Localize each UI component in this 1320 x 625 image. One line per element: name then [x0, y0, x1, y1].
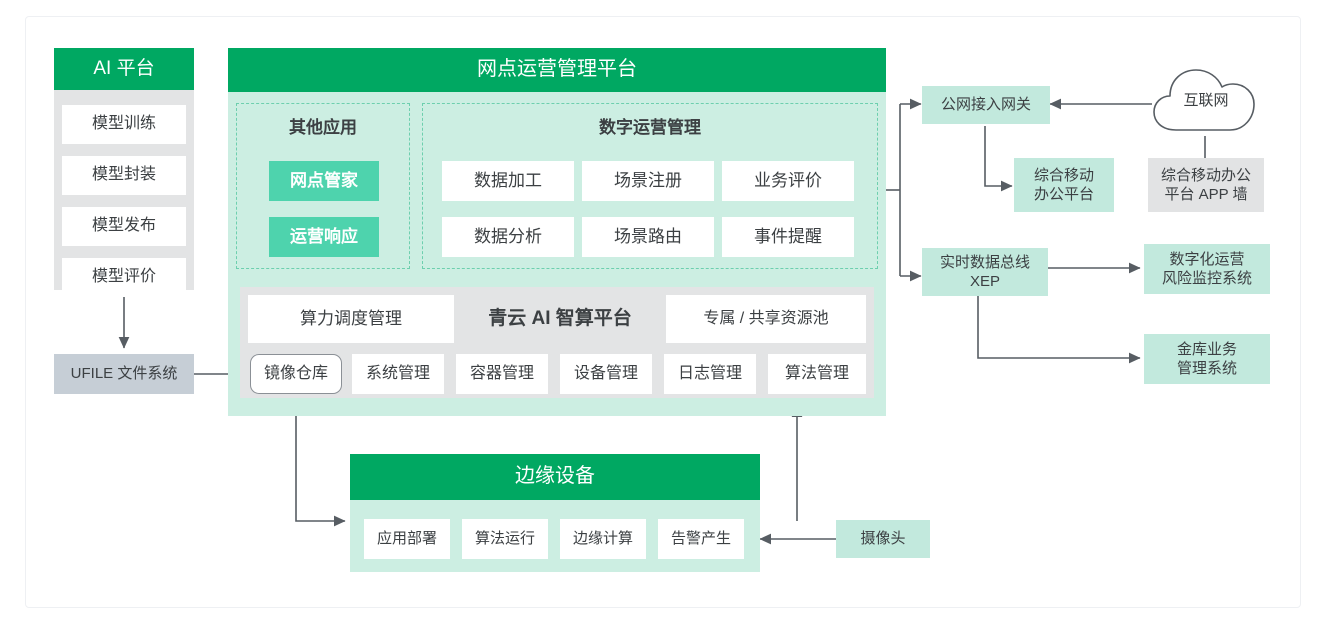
compute-row-2[interactable]: 专属 / 共享资源池	[666, 295, 866, 343]
other-app-1[interactable]: 运营响应	[269, 217, 379, 257]
link-registry-to-edge	[295, 393, 346, 527]
digital-ops-0[interactable]: 数据加工	[442, 161, 574, 201]
ai-item-3[interactable]: 模型评价	[62, 258, 186, 297]
app-wall-line-1: 综合移动办公	[1160, 166, 1251, 184]
link-databus-to-vault	[977, 295, 1141, 364]
link-gateway-to-mobile	[984, 126, 1013, 192]
compute-module-0[interactable]: 镜像仓库	[250, 354, 342, 394]
vault-system-line-1: 金库业务	[1176, 340, 1237, 358]
compute-center-label: 青云 AI 智算平台	[488, 307, 632, 329]
digital-ops-group	[422, 103, 878, 269]
compute-module-1[interactable]: 系统管理	[352, 354, 444, 394]
app-wall-line-2: 平台 APP 墙	[1164, 186, 1248, 203]
other-app-0[interactable]: 网点管家	[269, 161, 379, 201]
ai-platform-header: AI 平台	[54, 48, 194, 90]
gateway-box[interactable]: 公网接入网关	[922, 86, 1050, 124]
risk-system-line-2: 风险监控系统	[1161, 270, 1252, 287]
edge-device-title: 边缘设备	[350, 454, 760, 500]
vault-system-box[interactable]: 金库业务 管理系统	[1144, 334, 1270, 384]
internet-label: 互联网	[1183, 92, 1229, 110]
compute-module-2[interactable]: 容器管理	[456, 354, 548, 394]
edge-item-1[interactable]: 算法运行	[462, 519, 548, 559]
digital-ops-2[interactable]: 业务评价	[722, 161, 854, 201]
digital-ops-5[interactable]: 事件提醒	[722, 217, 854, 257]
data-bus-line-1: 实时数据总线	[939, 253, 1030, 271]
digital-ops-3[interactable]: 数据分析	[442, 217, 574, 257]
ai-item-1[interactable]: 模型封装	[62, 156, 186, 195]
camera-box[interactable]: 摄像头	[836, 520, 930, 558]
compute-module-4[interactable]: 日志管理	[664, 354, 756, 394]
other-apps-title: 其他应用	[289, 118, 357, 138]
digital-ops-1[interactable]: 场景注册	[582, 161, 714, 201]
edge-item-2[interactable]: 边缘计算	[560, 519, 646, 559]
internet-cloud-icon	[1153, 69, 1255, 131]
compute-module-3[interactable]: 设备管理	[560, 354, 652, 394]
digital-ops-4[interactable]: 场景路由	[582, 217, 714, 257]
other-apps-group	[236, 103, 410, 269]
vault-system-line-2: 管理系统	[1176, 360, 1237, 377]
edge-item-0[interactable]: 应用部署	[364, 519, 450, 559]
ai-item-0[interactable]: 模型训练	[62, 105, 186, 144]
mobile-office-line-1: 综合移动	[1033, 166, 1094, 184]
risk-system-box[interactable]: 数字化运营 风险监控系统	[1144, 244, 1270, 294]
main-platform-title: 网点运营管理平台	[228, 48, 886, 92]
data-bus-box[interactable]: 实时数据总线 XEP	[922, 248, 1048, 296]
compute-row-0[interactable]: 算力调度管理	[248, 295, 454, 343]
risk-system-line-1: 数字化运营	[1169, 250, 1245, 268]
mobile-office-platform-box[interactable]: 综合移动 办公平台	[1014, 158, 1114, 212]
compute-module-5[interactable]: 算法管理	[768, 354, 866, 394]
data-bus-line-2: XEP	[969, 273, 1000, 290]
mobile-office-line-2: 办公平台	[1033, 186, 1094, 203]
edge-item-3[interactable]: 告警产生	[658, 519, 744, 559]
app-wall-box[interactable]: 综合移动办公 平台 APP 墙	[1148, 158, 1264, 212]
ufile-box[interactable]: UFILE 文件系统	[54, 354, 194, 394]
ai-item-2[interactable]: 模型发布	[62, 207, 186, 246]
digital-ops-title: 数字运营管理	[599, 118, 701, 138]
